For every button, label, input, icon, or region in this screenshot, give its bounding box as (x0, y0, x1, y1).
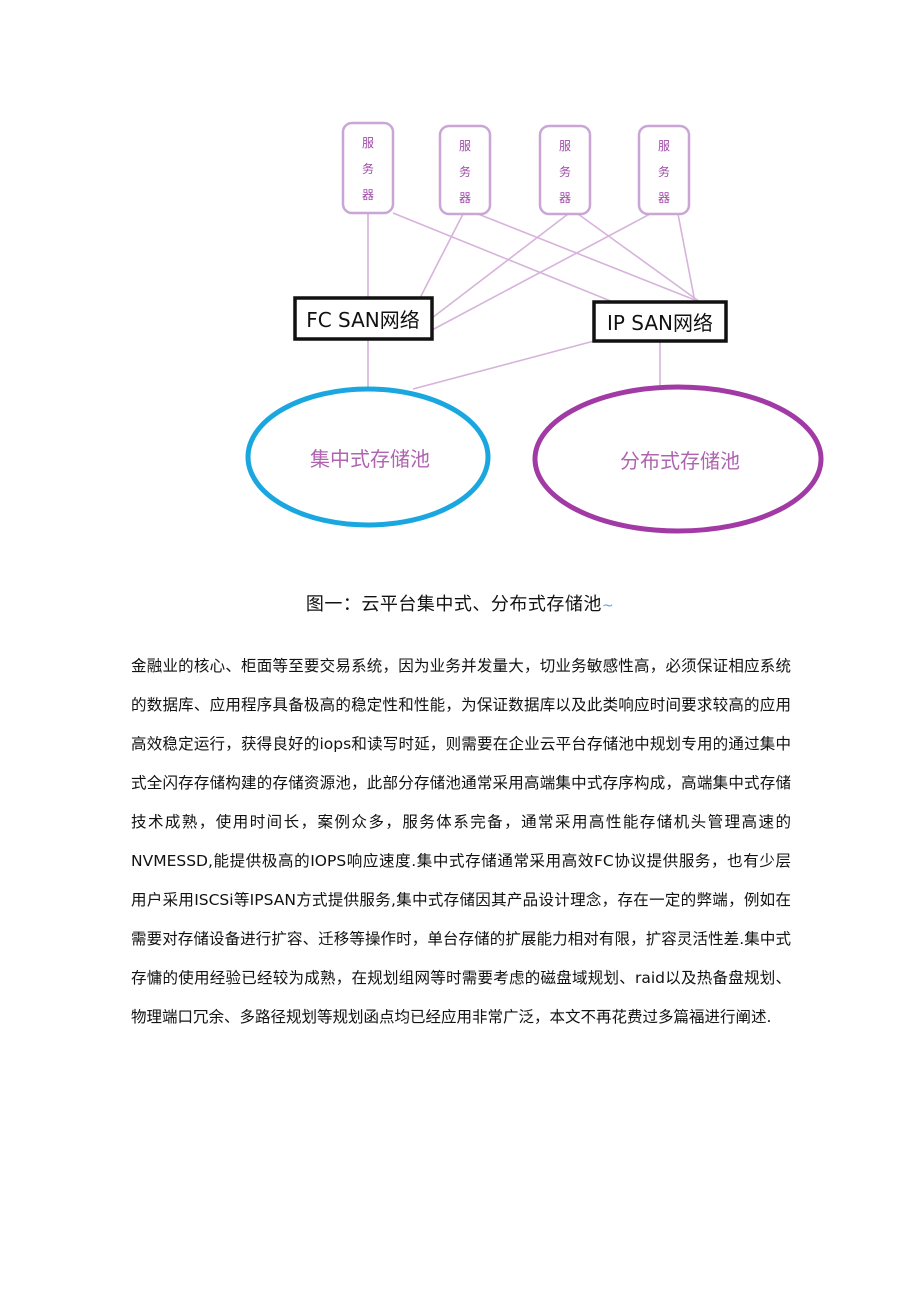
paragraph-line: 的数据库、应用程序具备极高的稳定性和性能，为保证数据库以及此类响应时间要求较高的… (131, 696, 791, 714)
server-label-char: 器 (459, 191, 471, 205)
paragraph-line: 存慵的使用经验已经较为成熟，在规划组网等时需要考虑的磁盘域规划、raid以及热备… (131, 969, 791, 987)
server-label-char: 务 (362, 161, 374, 176)
server-node: 服务器 (341, 121, 395, 215)
server-label-char: 器 (559, 191, 571, 205)
distributed-storage-pool: 分布式存储池 (532, 384, 824, 534)
figure-caption: 图一：云平台集中式、分布式存储池~ (0, 590, 920, 616)
connection-lines (367, 212, 701, 390)
ip-san-network: IP SAN网络 (592, 300, 728, 343)
central-pool-label: 集中式存储池 (310, 447, 430, 471)
fc-san-label: FC SAN网络 (306, 308, 420, 332)
ip-san-label: IP SAN网络 (607, 311, 713, 335)
server-node: 服务器 (637, 124, 691, 216)
connection-line (431, 213, 651, 331)
connection-line (477, 213, 701, 303)
fc-san-network: FC SAN网络 (293, 296, 434, 341)
connection-line (677, 213, 696, 303)
server-label-char: 务 (658, 164, 670, 179)
server-box (341, 121, 395, 215)
caption-text: 图一：云平台集中式、分布式存储池 (305, 594, 602, 615)
paragraph-line: 用户采用ISCSi等IPSAN方式提供服务,集中式存储因其产品设计理念，存在一定… (131, 891, 791, 909)
server-box (538, 124, 592, 216)
paragraph-line: 技术成熟，使用时间长，案例众多，服务体系完备，通常采用高性能存储机头管理高速的 (131, 813, 791, 831)
caption-tail: ~ (601, 598, 615, 614)
server-label-char: 服 (362, 136, 374, 150)
body-paragraph: 金融业的核心、柜面等至要交易系统，因为业务并发量大，切业务敏感性高，必须保证相应… (131, 647, 791, 1037)
storage-pool-diagram: 服务器服务器服务器服务器 FC SAN网络 IP SAN网络 集中式存储池 分布… (0, 0, 920, 560)
paragraph-line: 式全闪存存储构建的存储资源池，此部分存储池通常采用高端集中式存序构成，高端集中式… (131, 774, 791, 792)
connection-line (419, 213, 464, 299)
server-label-char: 服 (459, 139, 471, 153)
server-box (637, 124, 691, 216)
connection-line (577, 213, 701, 303)
server-label-char: 务 (459, 164, 471, 179)
server-box (438, 124, 492, 216)
distributed-pool-label: 分布式存储池 (620, 449, 740, 473)
paragraph-line: 金融业的核心、柜面等至要交易系统，因为业务并发量大，切业务敏感性高，必须保证相应… (131, 657, 791, 675)
paragraph-line: 高效稳定运行，获得良好的iops和读写时延，则需要在企业云平台存储池中规划专用的… (131, 735, 791, 753)
server-node: 服务器 (438, 124, 492, 216)
central-storage-pool: 集中式存储池 (245, 386, 491, 528)
server-label-char: 服 (559, 139, 571, 153)
server-node: 服务器 (538, 124, 592, 216)
connection-line (392, 212, 614, 303)
server-label-char: 器 (658, 191, 670, 205)
connection-line (431, 213, 569, 319)
server-label-char: 务 (559, 164, 571, 179)
paragraph-line: 需要对存储设备进行扩容、迁移等操作时，单台存储的扩展能力相对有限，扩容灵活性差.… (131, 930, 791, 948)
server-label-char: 器 (362, 188, 374, 202)
connection-line (412, 340, 595, 390)
paragraph-line: 物理端口冗余、多路径规划等规划函点均已经应用非常广泛，本文不再花费过多篇福进行阐… (131, 1008, 772, 1026)
server-label-char: 服 (658, 139, 670, 153)
paragraph-line: NVMESSD,能提供极高的IOPS响应速度.集中式存储通常采用高效FC协议提供… (131, 852, 791, 870)
